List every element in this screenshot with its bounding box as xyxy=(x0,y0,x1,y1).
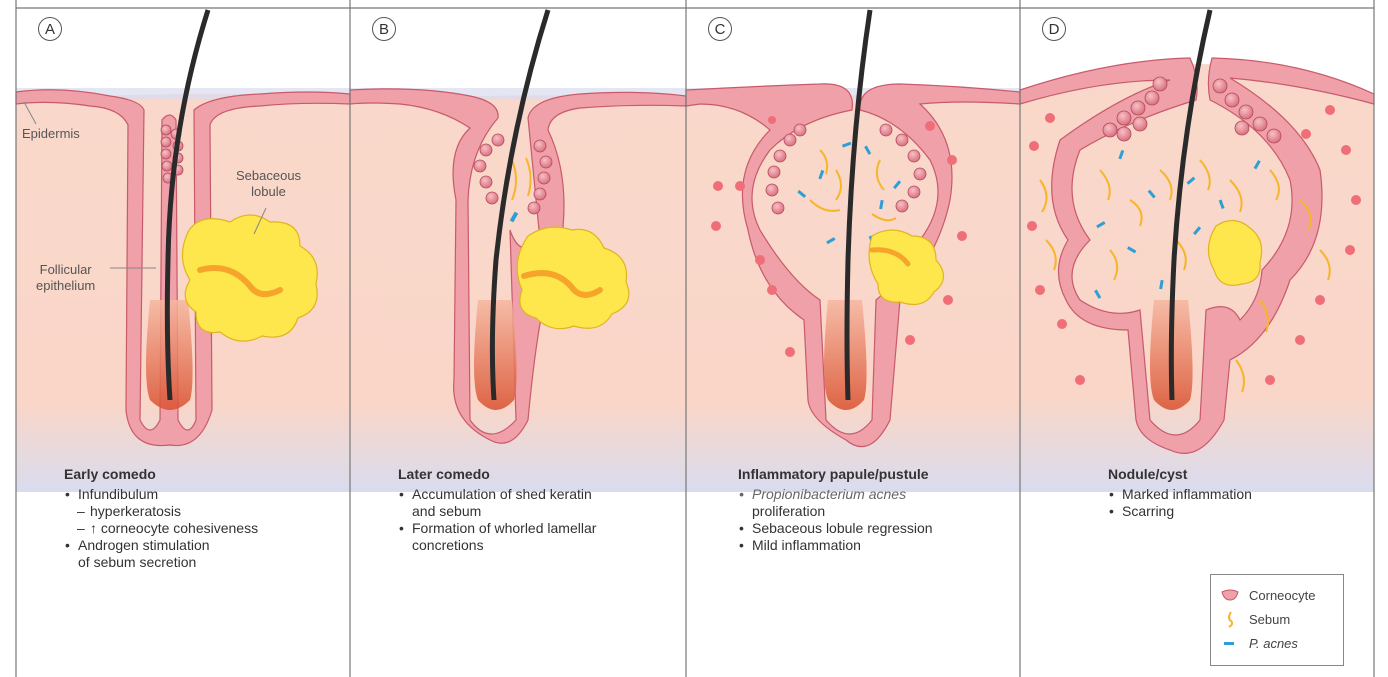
legend: Corneocyte Sebum P. acnes xyxy=(1210,574,1344,666)
sebaceous-lobule-annotation: Sebaceous lobule xyxy=(236,168,301,200)
list-item: concretions xyxy=(398,537,668,554)
legend-corneocyte-label: Corneocyte xyxy=(1249,588,1315,603)
list-item: Marked inflammation xyxy=(1108,486,1338,503)
p-acnes-icon xyxy=(1219,634,1241,652)
epidermis-annotation: Epidermis xyxy=(22,126,80,142)
list-item: Formation of whorled lamellar xyxy=(398,520,668,537)
list-item: proliferation xyxy=(738,503,1008,520)
panel-a-title: Early comedo xyxy=(64,466,334,483)
follicular-epithelium-annotation: Follicular epithelium xyxy=(36,262,95,294)
panel-b-caption: Later comedo Accumulation of shed kerati… xyxy=(398,466,668,554)
corneocyte-icon xyxy=(1219,586,1241,604)
list-item: Sebaceous lobule regression xyxy=(738,520,1008,537)
list-item: and sebum xyxy=(398,503,668,520)
list-item: Propionibacterium acnes xyxy=(738,486,1008,503)
list-item: Mild inflammation xyxy=(738,537,1008,554)
panel-d-list: Marked inflammation Scarring xyxy=(1108,486,1338,520)
panel-d-title: Nodule/cyst xyxy=(1108,466,1338,483)
legend-p-acnes-label: P. acnes xyxy=(1249,636,1298,651)
panel-b-label: B xyxy=(372,17,396,41)
legend-item-corneocyte: Corneocyte xyxy=(1219,583,1335,607)
legend-sebum-label: Sebum xyxy=(1249,612,1290,627)
list-item: Androgen stimulation xyxy=(64,537,334,554)
sebaceous-line-1: Sebaceous xyxy=(236,168,301,184)
panel-c-label: C xyxy=(708,17,732,41)
panel-a-label: A xyxy=(38,17,62,41)
panel-b-title: Later comedo xyxy=(398,466,668,483)
follicular-line-1: Follicular xyxy=(36,262,95,278)
follicular-line-2: epithelium xyxy=(36,278,95,294)
panel-b-list: Accumulation of shed keratin and sebum F… xyxy=(398,486,668,554)
panel-c-illustration xyxy=(686,10,1020,492)
list-item: hyperkeratosis xyxy=(64,503,334,520)
panel-d-caption: Nodule/cyst Marked inflammation Scarring xyxy=(1108,466,1338,520)
panel-a-list: Infundibulum hyperkeratosis ↑ corneocyte… xyxy=(64,486,334,571)
sebaceous-line-2: lobule xyxy=(236,184,301,200)
list-item: Accumulation of shed keratin xyxy=(398,486,668,503)
panel-c-list: Propionibacterium acnes proliferation Se… xyxy=(738,486,1008,554)
panel-d-label: D xyxy=(1042,17,1066,41)
list-item: Scarring xyxy=(1108,503,1338,520)
panel-c-caption: Inflammatory papule/pustule Propionibact… xyxy=(738,466,1008,554)
panel-b-illustration xyxy=(350,10,686,492)
legend-item-p-acnes: P. acnes xyxy=(1219,631,1335,655)
legend-item-sebum: Sebum xyxy=(1219,607,1335,631)
sebum-icon xyxy=(1219,610,1241,628)
panel-d-illustration xyxy=(1020,10,1374,492)
list-item: of sebum secretion xyxy=(64,554,334,571)
panel-a-caption: Early comedo Infundibulum hyperkeratosis… xyxy=(64,466,334,571)
list-item: ↑ corneocyte cohesiveness xyxy=(64,520,334,537)
panel-c-title: Inflammatory papule/pustule xyxy=(738,466,1008,483)
panel-a-illustration xyxy=(16,8,350,677)
list-item: Infundibulum xyxy=(64,486,334,503)
